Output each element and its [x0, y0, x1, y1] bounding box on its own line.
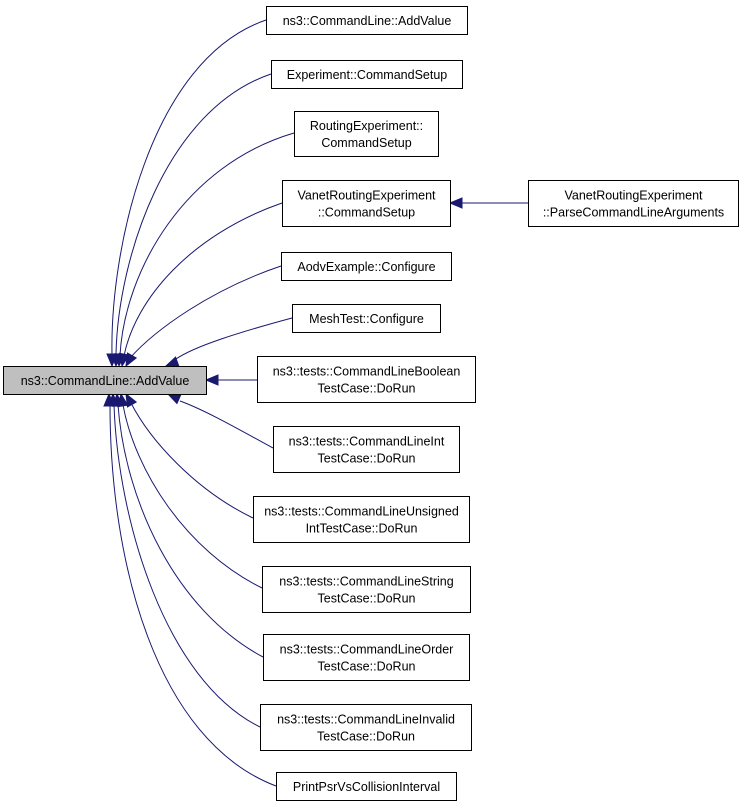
edge-line — [129, 265, 282, 359]
edge-n12-to-root — [107, 392, 261, 728]
edge-n11-to-root — [111, 392, 264, 658]
edge-n3-to-root — [113, 132, 295, 368]
edge-line — [109, 404, 277, 787]
node-box — [281, 252, 452, 281]
arrowhead — [448, 197, 463, 209]
edge-line — [117, 404, 264, 658]
arrowhead — [125, 392, 138, 408]
edge-line — [122, 404, 263, 589]
edge-line — [175, 317, 293, 360]
edge-layer — [103, 19, 528, 787]
node-box — [273, 426, 460, 473]
edge-line — [111, 19, 267, 355]
root-node-ns3-commandline-addvalue: ns3::CommandLine::AddValue — [3, 366, 207, 395]
arrowhead — [166, 393, 182, 405]
caller-node-routingexperiment-commandsetup[interactable]: RoutingExperiment::CommandSetup — [294, 111, 439, 157]
caller-node-vanetroutingexperiment-commandsetup[interactable]: VanetRoutingExperiment::CommandSetup — [282, 180, 451, 227]
node-label-line: ns3::CommandLine::AddValue — [283, 14, 452, 28]
node-label-line: ::CommandSetup — [318, 206, 415, 220]
node-box — [257, 356, 476, 403]
node-label-line: TestCase::DoRun — [318, 452, 416, 466]
caller-node-ns3-tests-commandlineinvalidtestcase-dorun[interactable]: ns3::tests::CommandLineInvalidTestCase::… — [260, 704, 472, 751]
node-box — [253, 496, 470, 543]
node-label-line: TestCase::DoRun — [318, 382, 416, 396]
caller-node-ns3-tests-commandlineinttestcase-dorun[interactable]: ns3::tests::CommandLineIntTestCase::DoRu… — [273, 426, 460, 473]
edge-n6-to-root — [164, 317, 293, 368]
caller-node-vanetroutingexperiment-parsecommandlinearguments[interactable]: VanetRoutingExperiment::ParseCommandLine… — [528, 180, 739, 227]
node-label-line: CommandSetup — [321, 136, 411, 150]
node-box — [266, 6, 468, 35]
caller-node-ns3-tests-commandlineordertestcase-dorun[interactable]: ns3::tests::CommandLineOrderTestCase::Do… — [263, 634, 470, 681]
node-label-line: IntTestCase::DoRun — [306, 522, 418, 536]
node-label-line: ns3::tests::CommandLineInt — [289, 435, 445, 449]
node-label-line: ns3::tests::CommandLineString — [279, 575, 453, 589]
edge-line — [113, 404, 261, 728]
edge-line — [119, 132, 295, 356]
node-label-line: ns3::tests::CommandLineOrder — [280, 643, 454, 657]
edge-n13-to-root — [103, 392, 277, 787]
node-box — [528, 180, 739, 227]
node-box — [271, 60, 463, 89]
caller-node-ns3-commandline-addvalue[interactable]: ns3::CommandLine::AddValue — [266, 6, 468, 35]
node-label-line: ns3::tests::CommandLineBoolean — [273, 365, 461, 379]
node-label-line: RoutingExperiment:: — [310, 119, 423, 133]
arrowhead — [204, 374, 219, 386]
node-box — [294, 111, 439, 157]
node-box — [260, 704, 472, 751]
node-label-line: VanetRoutingExperiment — [564, 189, 703, 203]
arrowhead — [103, 392, 115, 407]
edge-n10-to-root — [117, 392, 263, 589]
caller-node-printpsrvscollisioninterval[interactable]: PrintPsrVsCollisionInterval — [276, 772, 457, 801]
arrowhead — [125, 352, 138, 368]
node-label-line: TestCase::DoRun — [317, 730, 415, 744]
caller-node-ns3-tests-commandlineunsignedinttestcase-dorun[interactable]: ns3::tests::CommandLineUnsignedIntTestCa… — [253, 496, 470, 543]
caller-node-ns3-tests-commandlinestringtestcase-dorun[interactable]: ns3::tests::CommandLineStringTestCase::D… — [262, 566, 471, 613]
node-box — [262, 566, 471, 613]
caller-node-ns3-tests-commandlinebooleantestcase-dorun[interactable]: ns3::tests::CommandLineBooleanTestCase::… — [257, 356, 476, 403]
node-label-line: TestCase::DoRun — [318, 660, 416, 674]
node-label-line: ::ParseCommandLineArguments — [543, 206, 724, 220]
edge-n5-to-root — [125, 265, 282, 368]
node-label-line: MeshTest::Configure — [309, 312, 424, 326]
caller-node-aodvexample-configure[interactable]: AodvExample::Configure — [281, 252, 452, 281]
node-box — [3, 366, 207, 395]
node-box — [292, 304, 441, 333]
edge-n7-to-root — [204, 374, 257, 386]
node-label-line: Experiment::CommandSetup — [287, 68, 448, 82]
node-label-line: ns3::CommandLine::AddValue — [21, 374, 190, 388]
node-label-line: TestCase::DoRun — [318, 592, 416, 606]
edge-n14-to-n4 — [448, 197, 528, 209]
caller-node-experiment-commandsetup[interactable]: Experiment::CommandSetup — [271, 60, 463, 89]
edge-n1-to-root — [106, 19, 267, 368]
edge-line — [179, 400, 274, 449]
edge-n9-to-root — [125, 392, 254, 519]
node-label-line: VanetRoutingExperiment — [297, 189, 436, 203]
node-box — [282, 180, 451, 227]
edge-n4-to-root — [118, 202, 283, 368]
node-layer: ns3::CommandLine::AddValuens3::CommandLi… — [3, 6, 739, 801]
node-label-line: AodvExample::Configure — [297, 260, 435, 274]
edge-line — [130, 402, 254, 519]
edge-line — [123, 202, 283, 357]
node-label-line: ns3::tests::CommandLineUnsigned — [264, 505, 459, 519]
node-label-line: ns3::tests::CommandLineInvalid — [277, 713, 455, 727]
node-box — [263, 634, 470, 681]
caller-node-meshtest-configure[interactable]: MeshTest::Configure — [292, 304, 441, 333]
edge-line — [115, 73, 272, 355]
node-box — [276, 772, 457, 801]
node-label-line: PrintPsrVsCollisionInterval — [293, 780, 440, 794]
